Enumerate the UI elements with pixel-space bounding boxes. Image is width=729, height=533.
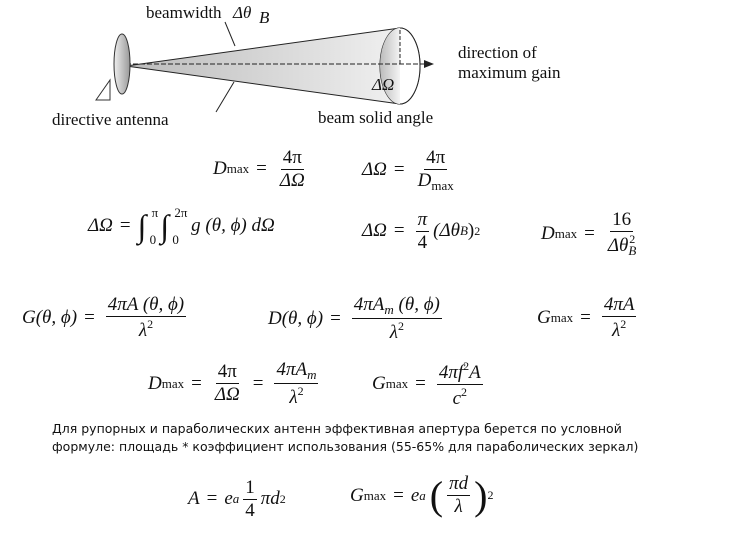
note-line-1: Для рупорных и параболических антенн эфф…: [52, 421, 622, 436]
beamwidth-label: beamwidth: [146, 3, 222, 22]
beamwidth-subscript: B: [259, 8, 270, 27]
beamwidth-symbol: Δθ: [232, 3, 251, 22]
formula-gain: G(θ, ϕ)= 4πA (θ, ϕ)λ2: [22, 294, 187, 341]
antenna-mount-icon: [95, 78, 111, 101]
note-line-2: формуле: площадь * коэффициент использов…: [52, 439, 639, 454]
formula-directivity: D(θ, ϕ)= 4πAm (θ, ϕ)λ2: [268, 294, 442, 343]
direction-label: direction of: [458, 43, 537, 62]
antenna-label: directive antenna: [52, 110, 169, 129]
solid-angle-label: beam solid angle: [318, 108, 433, 127]
dish-antenna-icon: [113, 33, 131, 95]
arrow-head-icon: [424, 60, 434, 68]
direction-label-2: maximum gain: [458, 63, 561, 82]
solid-angle-symbol: ΔΩ: [371, 75, 394, 94]
antenna-beam-diagram: beamwidth Δθ B direction of maximum gain…: [52, 3, 561, 129]
